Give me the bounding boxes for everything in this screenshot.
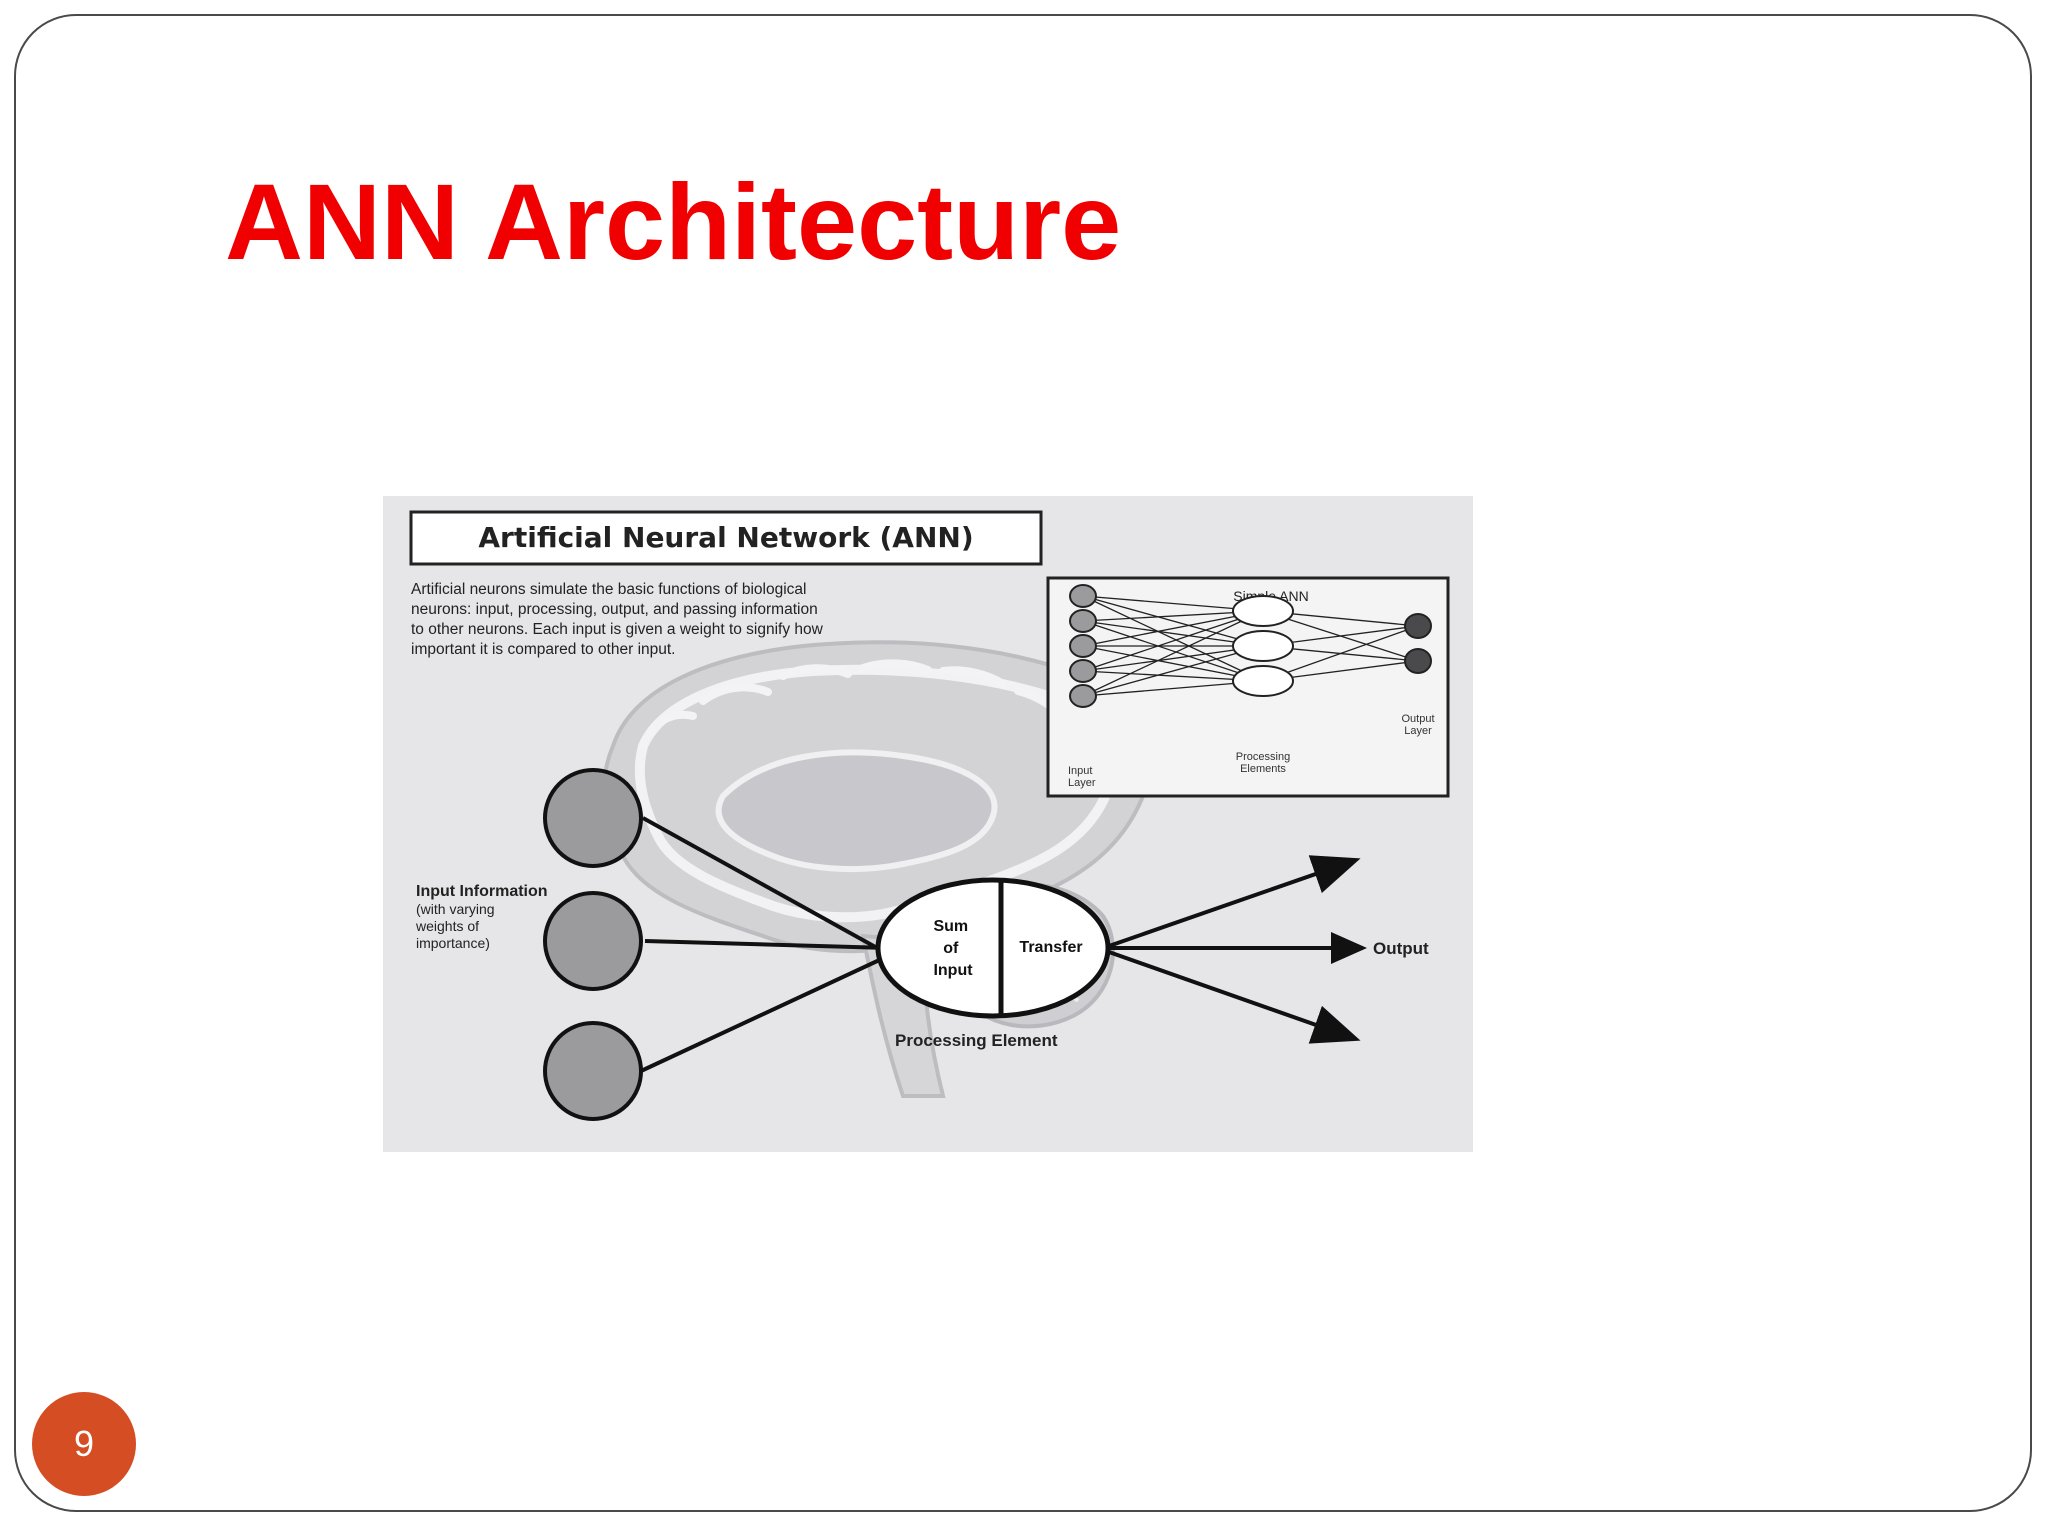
ann-connection: [1082, 645, 1264, 697]
input-information-line: weights of: [415, 918, 479, 934]
figure-description-line: Artificial neurons simulate the basic fu…: [411, 581, 806, 598]
ann-input-node: [1069, 684, 1097, 708]
figure-description: Artificial neurons simulate the basic fu…: [411, 581, 827, 658]
sum-of-input-line: Sum: [933, 918, 968, 935]
ann-output-node: [1404, 613, 1432, 639]
output-arrows: [1108, 855, 1367, 1044]
figure-description-line: important it is compared to other input.: [411, 641, 676, 658]
input-neuron: [543, 891, 643, 991]
figure-heading: Artificial Neural Network (ANN): [478, 521, 973, 554]
input-information-label: Input Information (with varying weights …: [415, 883, 551, 951]
ann-connections: [1082, 595, 1419, 697]
ann-output-node: [1404, 648, 1432, 674]
figure-description-line: neurons: input, processing, output, and …: [411, 601, 818, 618]
input-neuron: [543, 1021, 643, 1121]
ann-connection: [1082, 610, 1264, 672]
input-information-line: Input Information: [416, 883, 548, 900]
ann-input-node: [1069, 609, 1097, 633]
output-label: Output: [1373, 939, 1429, 958]
ann-connection: [1082, 595, 1264, 682]
ann-processing-node: [1232, 595, 1294, 627]
slide-title: ANN Architecture: [225, 161, 1122, 282]
page-number-badge: 9: [32, 1392, 136, 1496]
transfer-label: Transfer: [1019, 939, 1082, 956]
ann-input-node: [1069, 584, 1097, 608]
ann-connection: [1262, 625, 1419, 682]
ann-connection: [1082, 620, 1264, 682]
figure-heading-box: [409, 510, 1043, 566]
ann-input-node: [1069, 634, 1097, 658]
ann-connection: [1082, 645, 1264, 682]
figure-description-line: to other neurons. Each input is given a …: [411, 621, 824, 638]
sum-of-input-label: Sum of Input: [933, 918, 973, 979]
input-neuron: [543, 768, 643, 868]
sum-of-input-line: of: [943, 940, 959, 957]
processing-element-label: Processing Element: [895, 1031, 1058, 1050]
ann-nodes: [1069, 584, 1432, 708]
input-neurons: [543, 768, 889, 1121]
processing-element: Sum of Input Transfer: [875, 877, 1111, 1019]
ann-diagram-figure: Artificial Neural Network (ANN) Artifici…: [383, 496, 1473, 1152]
sum-of-input-line: Input: [933, 962, 973, 979]
input-information-line: (with varying: [416, 901, 495, 917]
ann-connection: [1082, 610, 1264, 647]
ann-connection: [1082, 595, 1264, 647]
ann-input-node: [1069, 659, 1097, 683]
ann-processing-node: [1232, 665, 1294, 697]
input-information-line: importance): [416, 935, 490, 951]
ann-connection: [1082, 610, 1264, 697]
ann-processing-node: [1232, 630, 1294, 662]
